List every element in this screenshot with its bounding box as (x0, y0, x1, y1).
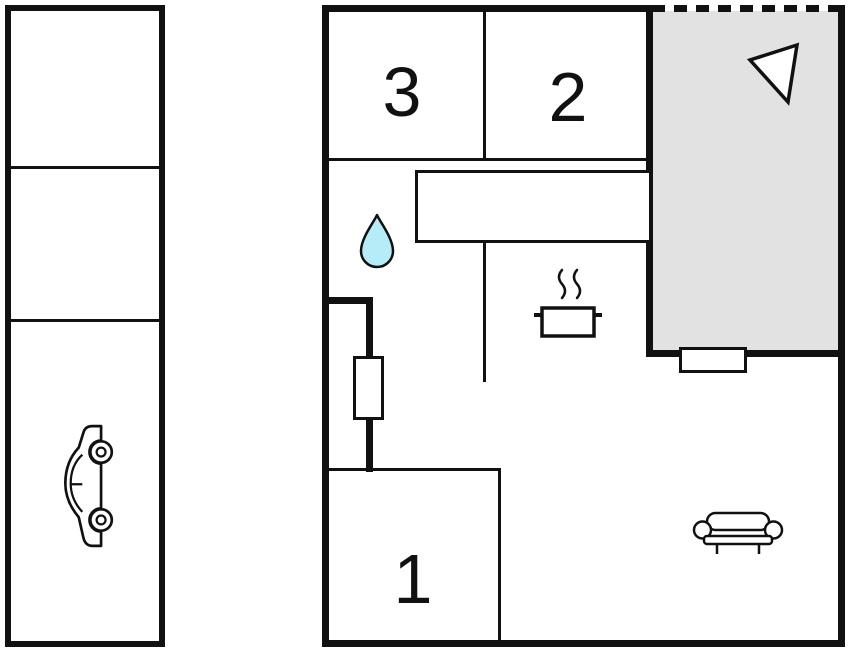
main-wall-bottom (322, 640, 845, 647)
garage-divider-wall-upper (11, 166, 159, 169)
window-symbol (679, 347, 747, 373)
north-arrow-icon (738, 34, 810, 110)
wall-between-room3-room2 (483, 8, 486, 161)
sofa-icon (692, 506, 784, 558)
water-drop-icon (356, 212, 398, 270)
room-1-label: 1 (393, 540, 433, 618)
main-wall-top (322, 5, 655, 12)
terrace-dashed-edge (652, 5, 845, 12)
room-3-label: 3 (382, 53, 422, 131)
door-symbol (353, 356, 384, 420)
main-wall-left (322, 5, 329, 647)
room1-wall-top (329, 468, 501, 471)
closet-box (415, 170, 652, 243)
car-icon (56, 419, 114, 553)
cooking-pot-icon (532, 264, 606, 344)
hallway-wall (483, 243, 486, 382)
terrace-area (652, 11, 838, 353)
room1-wall-right (498, 468, 501, 640)
bathroom-wall-bottom (329, 297, 373, 304)
garage-divider-wall-lower (11, 319, 159, 322)
room-2-label: 2 (548, 58, 588, 136)
main-wall-right (838, 5, 845, 647)
wall-under-bedrooms (329, 158, 652, 161)
